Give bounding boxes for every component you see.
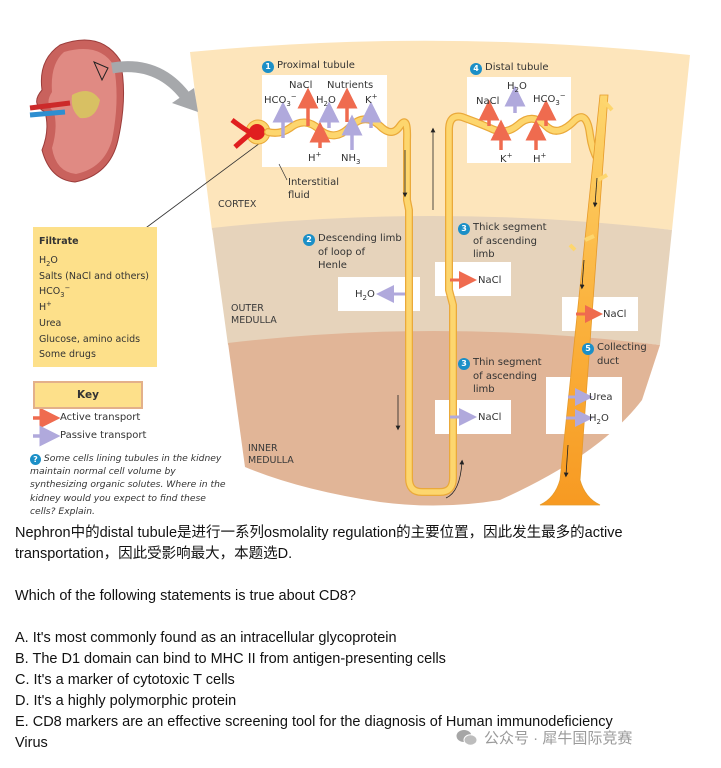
answer-option-e-wrap: Virus — [15, 735, 48, 751]
explanation-line: transportation，因此受影响最大，本题选D. — [15, 546, 293, 562]
legend-passive-transport: Passive transport — [60, 430, 147, 441]
label-nutrients: Nutrients — [327, 80, 374, 91]
step-badge: 1 — [262, 61, 274, 73]
label-nacl: NaCl — [289, 80, 313, 91]
label-hco3: HCO3− — [533, 91, 566, 107]
label-urea: Urea — [589, 392, 613, 403]
watermark: 公众号 · 犀牛国际竞赛 — [456, 727, 632, 748]
step-badge: 3 — [458, 223, 470, 235]
answer-option-d: D. It's a highly polymorphic protein — [15, 693, 237, 709]
figure-question: ? Some cells lining tubules in the kidne… — [30, 453, 226, 517]
filtrate-item: H+ — [39, 299, 52, 314]
step-badge: 5 — [582, 343, 594, 355]
zoom-arrow — [111, 61, 193, 104]
label-nacl-collecting: NaCl — [603, 309, 627, 320]
filtrate-item: Urea — [39, 317, 62, 329]
question-prompt: Which of the following statements is tru… — [15, 588, 356, 604]
label-h2o-descending: H2O — [355, 289, 375, 302]
answer-options: A. It's most commonly found as an intrac… — [15, 628, 715, 754]
label-nacl-thin: NaCl — [478, 412, 502, 423]
nephron-diagram — [29, 39, 690, 506]
label-k-plus: K+ — [365, 92, 378, 106]
kidney-illustration — [29, 39, 125, 183]
label-h2o-collecting: H2O — [589, 413, 609, 426]
answer-option-c: C. It's a marker of cytotoxic T cells — [15, 672, 235, 688]
filtrate-title: Filtrate — [39, 236, 79, 247]
filtrate-item: Glucose, amino acids — [39, 333, 141, 345]
label-h2o: H2O — [507, 81, 527, 94]
label-k-plus: K+ — [500, 151, 513, 165]
filtrate-item: Some drugs — [39, 349, 96, 361]
step-badge: 3 — [458, 358, 470, 370]
explanation-line: Nephron中的distal tubule是进行一系列osmolality r… — [15, 525, 623, 541]
label-hco3: HCO3− — [264, 92, 297, 108]
filtrate-item: Salts (NaCl and others) — [39, 270, 149, 282]
answer-option-a: A. It's most commonly found as an intrac… — [15, 630, 397, 646]
filtrate-item: H2O — [39, 255, 58, 268]
answer-option-b: B. The D1 domain can bind to MHC II from… — [15, 651, 446, 667]
label-h-plus: H+ — [533, 151, 547, 165]
collecting-duct — [539, 94, 609, 506]
filtrate-box: Filtrate H2O Salts (NaCl and others) HCO… — [33, 227, 157, 367]
label-h2o: H2O — [316, 95, 336, 108]
question-icon: ? — [30, 454, 41, 465]
zone-cortex: CORTEX — [218, 199, 257, 210]
answer-option-e: E. CD8 markers are an effective screenin… — [15, 714, 613, 730]
filtrate-item: HCO3− — [39, 284, 71, 300]
label-h-plus: H+ — [308, 150, 322, 164]
step-badge: 2 — [303, 234, 315, 246]
watermark-text: 公众号 · 犀牛国际竞赛 — [484, 730, 633, 747]
legend-active-transport: Active transport — [60, 412, 141, 423]
label-nh3: NH3 — [341, 153, 361, 166]
step-badge: 4 — [470, 63, 482, 75]
key-title: Key — [33, 381, 143, 409]
explanation: Nephron中的distal tubule是进行一系列osmolality r… — [15, 523, 705, 565]
label-nacl: NaCl — [476, 96, 500, 107]
label-nacl-thick: NaCl — [478, 275, 502, 286]
wechat-icon — [456, 729, 478, 746]
